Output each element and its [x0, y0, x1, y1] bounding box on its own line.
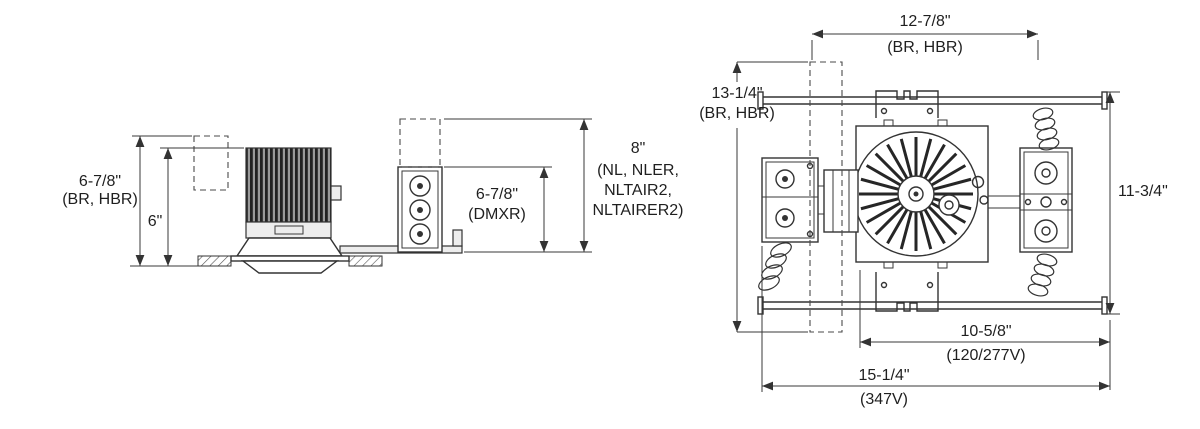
bar-extended-outline	[809, 61, 843, 333]
dim-jbox-347v: 15-1/4" (347V)	[761, 246, 1110, 408]
dim-label-depth-housing-value: 13-1/4"	[711, 85, 762, 102]
hanger-bar-top	[757, 91, 1108, 110]
dim-depth-housing: 13-1/4" (BR, HBR)	[699, 61, 808, 333]
dim-label-recess-depth-value: 6-7/8"	[79, 173, 121, 190]
mounting-bracket-bottom	[875, 272, 939, 312]
flex-conduit-left	[758, 242, 792, 291]
jbox-extended-outline	[399, 118, 441, 168]
dim-label-depth-housing-models: (BR, HBR)	[699, 105, 775, 122]
dim-label-dmxr-models: (DMXR)	[468, 206, 526, 223]
dim-jbox-nl: 8" (NL, NLER, NLTAIR2, NLTAIRER2)	[444, 118, 684, 253]
dim-frame-height: 11-3/4"	[1102, 91, 1168, 315]
junction-box-left	[761, 157, 824, 243]
dim-label-347v-value: 15-1/4"	[858, 367, 909, 384]
driver-block	[823, 169, 859, 233]
heat-sink	[245, 147, 342, 239]
dim-housing-height: 6"	[148, 147, 244, 266]
dim-label-nl-models-1: (NL, NLER,	[597, 162, 679, 179]
dim-label-120-277v-voltage: (120/277V)	[946, 347, 1025, 364]
dim-label-347v-voltage: (347V)	[860, 391, 908, 408]
dim-label-recess-depth-models: (BR, HBR)	[62, 191, 138, 208]
hanger-bar-bottom	[757, 296, 1108, 315]
dim-label-120-277v-value: 10-5/8"	[960, 323, 1011, 340]
dim-label-nl-value: 8"	[631, 140, 646, 157]
junction-box-right	[988, 147, 1073, 253]
junction-box-side	[397, 166, 443, 253]
flex-conduit-right-bottom	[1027, 253, 1058, 297]
housing-extended-outline	[193, 135, 229, 191]
blower-wheel	[853, 131, 989, 257]
flex-conduit-right-top	[1032, 107, 1060, 151]
dim-label-nl-models-3: NLTAIRER2)	[593, 202, 684, 219]
dim-label-nl-models-2: NLTAIR2,	[604, 182, 672, 199]
dim-jbox-dmxr: 6-7/8" (DMXR)	[444, 166, 552, 252]
dim-jbox-120-277v: 10-5/8" (120/277V)	[859, 270, 1111, 390]
dim-label-width-housing-models: (BR, HBR)	[887, 39, 963, 56]
blower-fins	[859, 137, 973, 251]
dim-label-dmxr-value: 6-7/8"	[476, 186, 518, 203]
ceiling-section	[130, 255, 383, 267]
dim-width-housing: 12-7/8" (BR, HBR)	[811, 13, 1039, 60]
dim-label-housing-height: 6"	[148, 213, 163, 230]
reflector-trim	[230, 237, 350, 274]
dim-label-frame-height: 11-3/4"	[1118, 183, 1168, 200]
side-view: 6-7/8" (BR, HBR) 6" 6-7/8" (DMXR) 8" (NL…	[62, 118, 684, 274]
plan-view: 12-7/8" (BR, HBR) 13-1/4" (BR, HBR) 11-3…	[699, 13, 1168, 408]
aperture-detail	[938, 194, 960, 216]
dim-recess-depth: 6-7/8" (BR, HBR)	[62, 135, 192, 266]
mounting-bracket-top	[875, 90, 939, 118]
dim-label-width-housing-value: 12-7/8"	[899, 13, 950, 30]
